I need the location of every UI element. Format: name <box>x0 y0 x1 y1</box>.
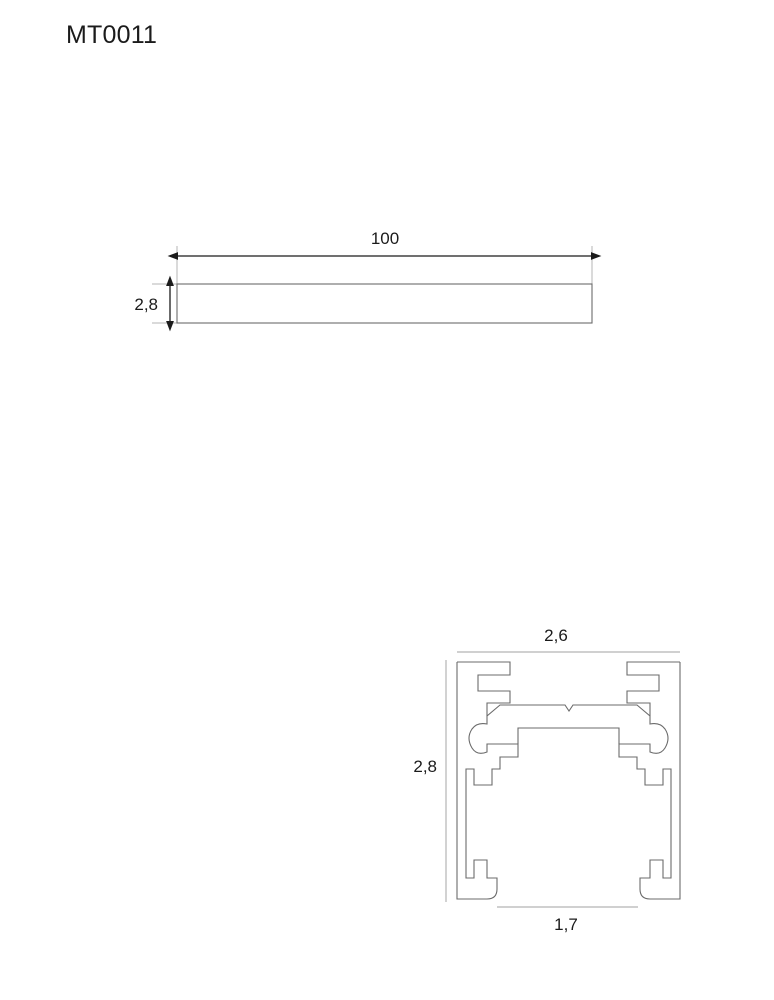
profile-right-contour <box>588 662 681 900</box>
dimension-label-outer-height: 2,8 <box>413 757 437 776</box>
profile-left-hook <box>457 661 511 716</box>
profile-left-contour <box>456 662 549 900</box>
profile-outline <box>456 661 681 900</box>
dimension-label-outer-width: 2,6 <box>544 626 568 645</box>
dimension-label-inner-width: 1,7 <box>554 915 578 934</box>
cross-section-view: 2,6 2,8 1,7 <box>413 626 681 934</box>
side-elevation-view: 100 2,8 <box>134 229 602 332</box>
page-title: MT0011 <box>66 21 158 49</box>
profile-center-notch <box>549 704 588 712</box>
dimension-label-length: 100 <box>371 229 399 248</box>
side-elevation-body <box>176 283 593 324</box>
profile-inner-web <box>517 727 620 744</box>
profile-right-hook <box>626 661 680 716</box>
dimension-label-height: 2,8 <box>134 295 158 314</box>
